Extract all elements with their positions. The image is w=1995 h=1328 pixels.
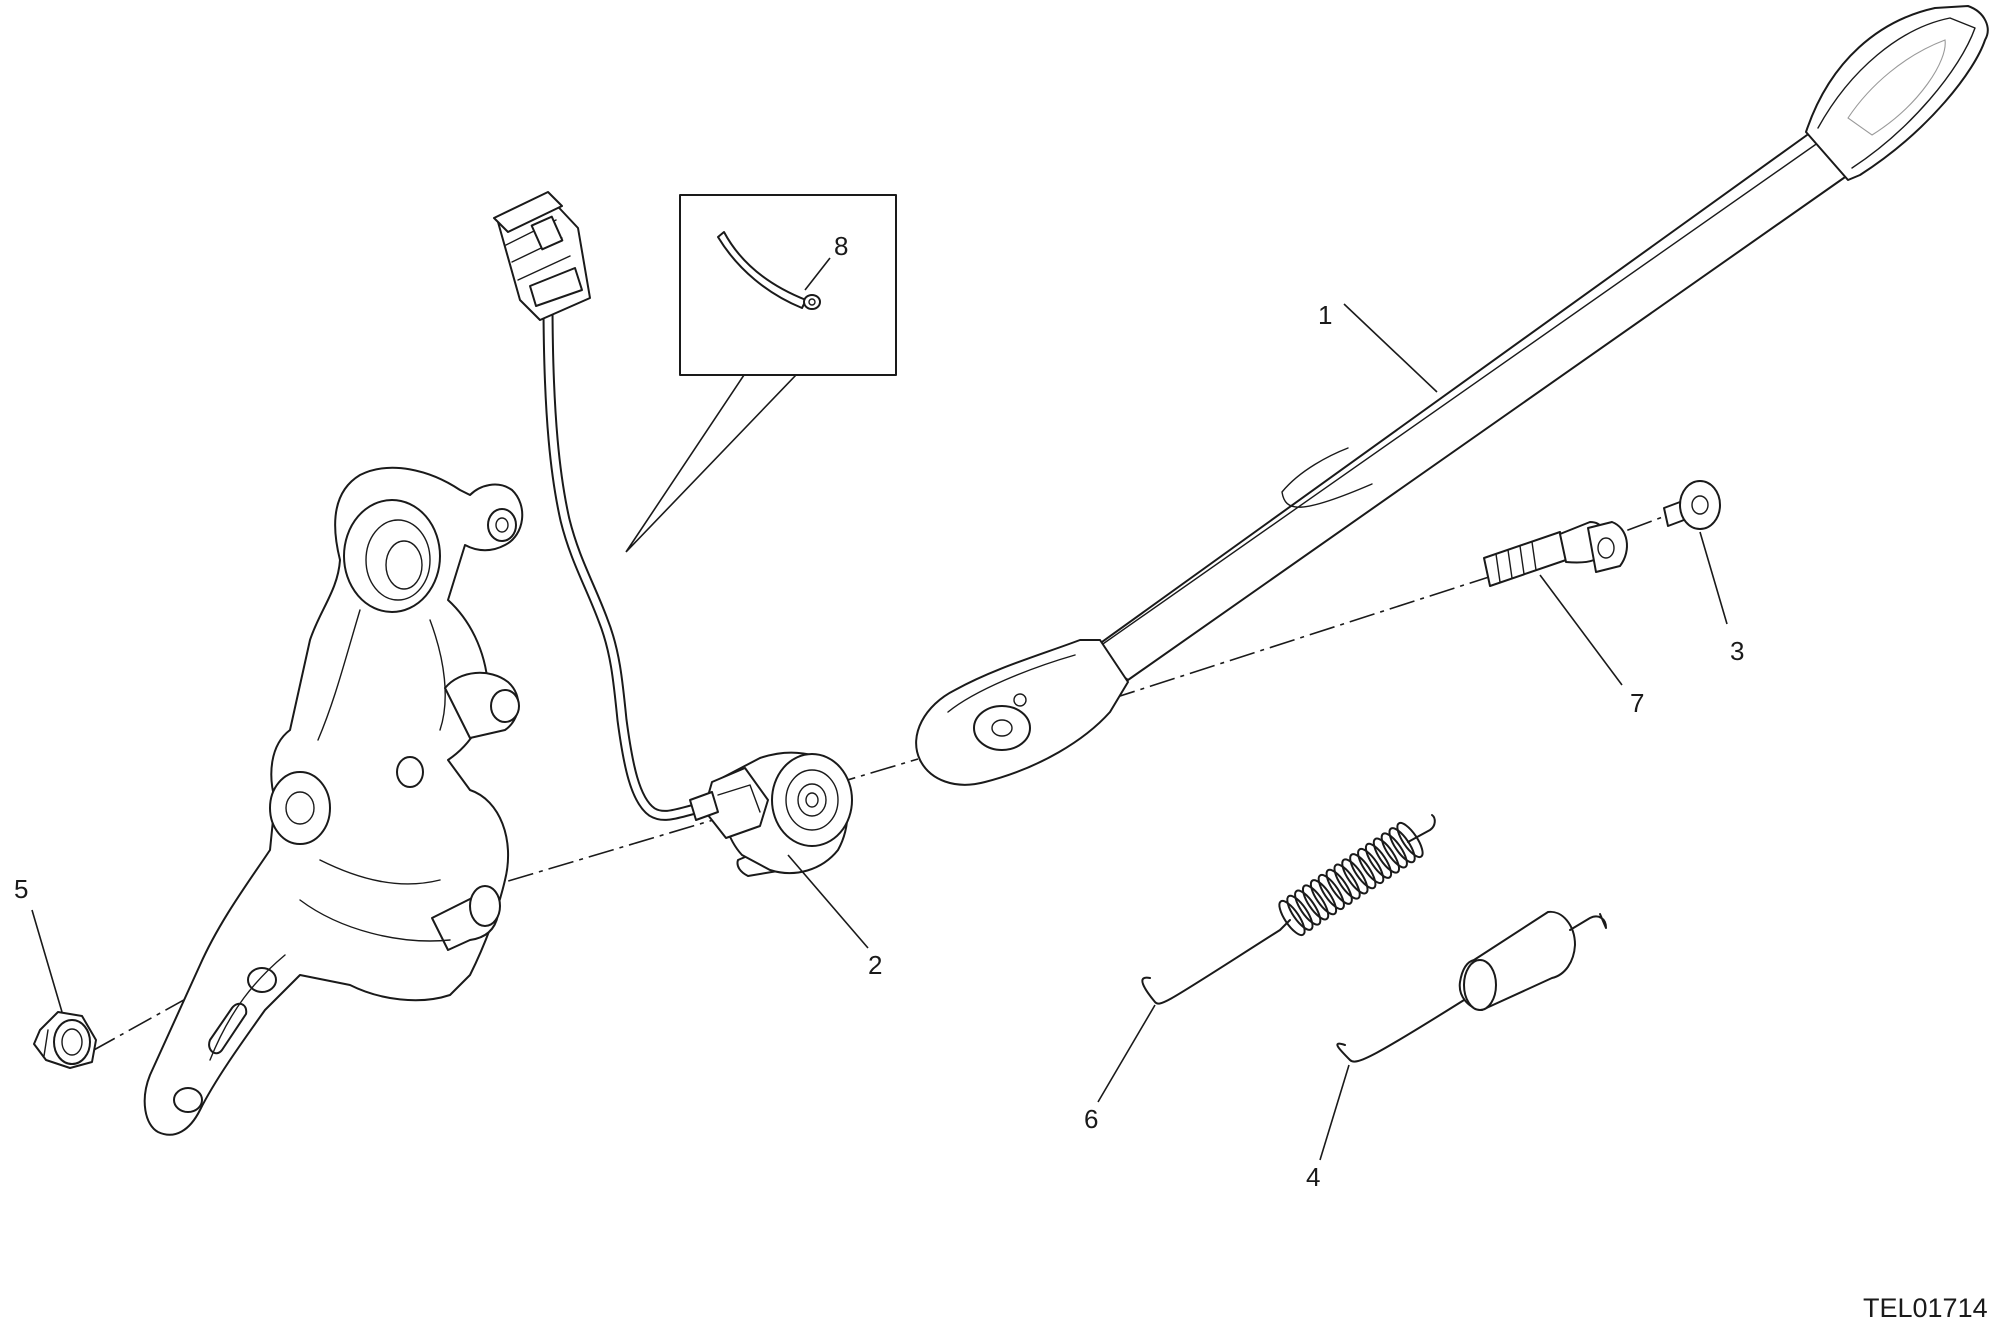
axis-nut bbox=[91, 990, 201, 1052]
axis-main bbox=[467, 758, 919, 894]
side-stand-part bbox=[915, 5, 1989, 786]
spring-coil bbox=[1349, 853, 1377, 890]
callout-8: 8 bbox=[834, 231, 848, 261]
callout-4: 4 bbox=[1306, 1162, 1320, 1192]
spring-coil bbox=[1388, 827, 1416, 864]
spring-coil bbox=[1380, 832, 1408, 869]
spring-coil bbox=[1333, 863, 1361, 900]
drawing-code: TEL01714 bbox=[1863, 1293, 1988, 1323]
leader-6 bbox=[1097, 1004, 1156, 1103]
side-stand-switch-part bbox=[703, 751, 853, 877]
stand-foot bbox=[1805, 5, 1989, 181]
spring-coil bbox=[1302, 884, 1330, 921]
leader-1 bbox=[1343, 303, 1438, 393]
pivot-pin-part bbox=[1483, 521, 1628, 587]
spring-coil bbox=[1294, 889, 1322, 926]
callout-3: 3 bbox=[1730, 636, 1744, 666]
spring-coil bbox=[1341, 858, 1369, 895]
switch-harness bbox=[493, 191, 719, 821]
leader-7 bbox=[1539, 574, 1623, 686]
callout-leaders bbox=[31, 257, 1728, 1161]
callout-5: 5 bbox=[14, 874, 28, 904]
stand-pivot-hole bbox=[973, 705, 1031, 751]
spring-coil bbox=[1372, 837, 1400, 874]
bracket-outline bbox=[143, 466, 524, 1136]
long-spring-coils bbox=[1278, 821, 1424, 937]
leader-2 bbox=[787, 854, 869, 949]
long-spring-part bbox=[1141, 814, 1436, 1005]
callout-7: 7 bbox=[1630, 688, 1644, 718]
short-spring-part bbox=[1336, 910, 1607, 1063]
spring-coil bbox=[1357, 847, 1385, 885]
screw-part bbox=[1663, 480, 1721, 530]
spring-coil bbox=[1309, 879, 1338, 916]
leader-3 bbox=[1699, 531, 1728, 625]
detail-frame bbox=[679, 194, 897, 376]
spring-coil bbox=[1317, 873, 1345, 911]
detail-view-cable-tie bbox=[625, 194, 897, 553]
spring-coil bbox=[1396, 821, 1424, 859]
stand-bracket bbox=[143, 466, 524, 1136]
stand-leg bbox=[1087, 129, 1849, 681]
callout-1: 1 bbox=[1318, 300, 1332, 330]
leader-5 bbox=[31, 909, 63, 1013]
spring-coil bbox=[1278, 899, 1306, 937]
leader-4 bbox=[1319, 1064, 1350, 1161]
callout-6: 6 bbox=[1084, 1104, 1098, 1134]
spring-coil bbox=[1325, 868, 1353, 905]
spring-coil bbox=[1364, 842, 1393, 879]
callout-2: 2 bbox=[868, 950, 882, 980]
leader-8 bbox=[804, 257, 831, 291]
callout-labels: 1 2 3 4 5 6 7 8 bbox=[14, 231, 1744, 1192]
nut-part bbox=[33, 1011, 97, 1069]
spring-coil bbox=[1286, 894, 1314, 931]
